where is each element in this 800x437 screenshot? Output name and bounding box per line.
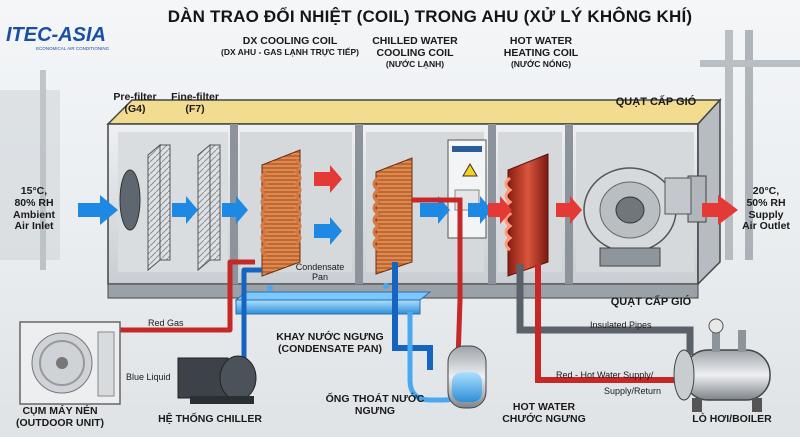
cw-coil-subtitle: (NƯỚC LẠNH)	[385, 58, 445, 69]
red-gas-label: Red Gas	[148, 318, 184, 328]
boiler	[673, 318, 771, 412]
hot-water-title-2: CHƯỚC NGƯNG	[502, 412, 586, 425]
hw-coil-title-2: HEATING COIL	[503, 46, 579, 59]
cw-coil-title-2: COOLING COIL	[376, 46, 454, 59]
outdoor-unit-label: CỤM MÁY NÉN (OUTDOOR UNIT)	[0, 405, 120, 430]
outlet-name-2: Air Outlet	[742, 220, 790, 233]
dx-coil-label: DX COOLING COIL (DX AHU - GAS LẠNH TRỰC …	[215, 35, 365, 57]
background-pipes	[0, 30, 800, 270]
drain-title-2: NGƯNG	[354, 404, 396, 417]
hot-water-coil	[504, 153, 549, 277]
outlet-label: 20°C, 50% RH Supply Air Outlet	[734, 185, 798, 233]
condensate-pan-line-1: Condensate	[295, 262, 345, 272]
supply-return-label: Supply/Return	[604, 386, 662, 396]
dx-coil-subtitle: (DX AHU - GAS LẠNH TRỰC TIẾP)	[220, 46, 359, 57]
logo-tagline: ECONOMICAL AIR CONDITIONING	[36, 46, 110, 51]
prefilter-label: Pre-filter (G4)	[108, 91, 162, 116]
condensate-pan-label: Condensate Pan	[290, 262, 350, 282]
cw-coil-title-1: CHILLED WATER	[372, 35, 458, 47]
finefilter-label: Fine-filter (F7)	[164, 91, 226, 116]
outlet-rh: 50% RH	[746, 196, 786, 209]
hot-water-title-1: HOT WATER	[512, 401, 576, 413]
prefilter-name: Pre-filter	[113, 91, 157, 103]
condensate-tray-subtitle: (CONDENSATE PAN)	[277, 342, 383, 355]
drain-label: ỐNG THOÁT NƯỚC NGƯNG	[320, 393, 430, 418]
hot-water-label: HOT WATER CHƯỚC NGƯNG	[494, 401, 594, 426]
hw-coil-title-1: HOT WATER	[509, 35, 573, 47]
condensate-tray-label: KHAY NƯỚC NGƯNG (CONDENSATE PAN)	[270, 331, 390, 356]
blue-liquid-label: Blue Liquid	[126, 372, 171, 382]
chilled-water-coil	[372, 157, 413, 275]
pre-filter	[147, 143, 171, 272]
air-flow-arrows	[78, 195, 492, 245]
panel-plate: HEATING SECTION	[448, 141, 486, 146]
fine-filter	[197, 143, 221, 272]
outdoor-unit	[19, 321, 121, 405]
outlet-temp: 20°C,	[752, 185, 780, 197]
insulated-pipes-label: Insulated Pipes	[590, 320, 652, 330]
condensate-pan-line-2: Pan	[311, 272, 328, 283]
condensate-tank	[447, 345, 487, 409]
outlet-name-1: Supply	[748, 208, 784, 221]
dx-coil-title: DX COOLING COIL	[242, 35, 338, 47]
inlet-name-2: Air Inlet	[14, 220, 54, 233]
hw-coil-label: HOT WATER HEATING COIL (NƯỚC NÓNG)	[494, 35, 588, 69]
inlet-rh: 80% RH	[14, 196, 54, 209]
hot-water-supply-label: Red - Hot Water Supply/	[556, 370, 654, 380]
condensate-tray	[234, 283, 432, 315]
chiller-unit	[177, 355, 257, 404]
condensate-tray-title: KHAY NƯỚC NGƯNG	[276, 331, 384, 343]
cold-air-arrows	[314, 165, 738, 225]
cw-coil-label: CHILLED WATER COOLING COIL (NƯỚC LẠNH)	[360, 35, 470, 69]
boiler-label: LÒ HƠI/BOILER	[692, 413, 772, 425]
hot-water-pipes	[516, 264, 694, 383]
chiller-label: HỆ THỐNG CHILLER	[158, 413, 262, 425]
fan-label-top: QUẠT CẤP GIÓ	[615, 96, 697, 108]
inlet-name-1: Ambient	[13, 208, 55, 221]
drain-title-1: ỐNG THOÁT NƯỚC	[325, 393, 425, 405]
hw-coil-subtitle: (NƯỚC NÓNG)	[510, 58, 572, 69]
fan-label-bottom: QUẠT CẤP GIÓ	[610, 296, 692, 308]
supply-fan	[583, 167, 692, 267]
inlet-temp: 15°C,	[20, 185, 48, 197]
outdoor-unit-subtitle: (OUTDOOR UNIT)	[15, 416, 105, 429]
diagram-title: DÀN TRAO ĐỔI NHIỆT (COIL) TRONG AHU (XỬ …	[167, 7, 693, 26]
dx-cooling-coil	[260, 149, 302, 277]
outdoor-unit-title: CỤM MÁY NÉN	[22, 405, 98, 417]
logo-text: ITEC-ASIA	[6, 24, 106, 46]
inlet-label: 15°C, 80% RH Ambient Air Inlet	[2, 185, 66, 233]
finefilter-grade: (F7)	[185, 102, 205, 115]
finefilter-name: Fine-filter	[171, 91, 219, 103]
prefilter-grade: (G4)	[124, 102, 146, 115]
